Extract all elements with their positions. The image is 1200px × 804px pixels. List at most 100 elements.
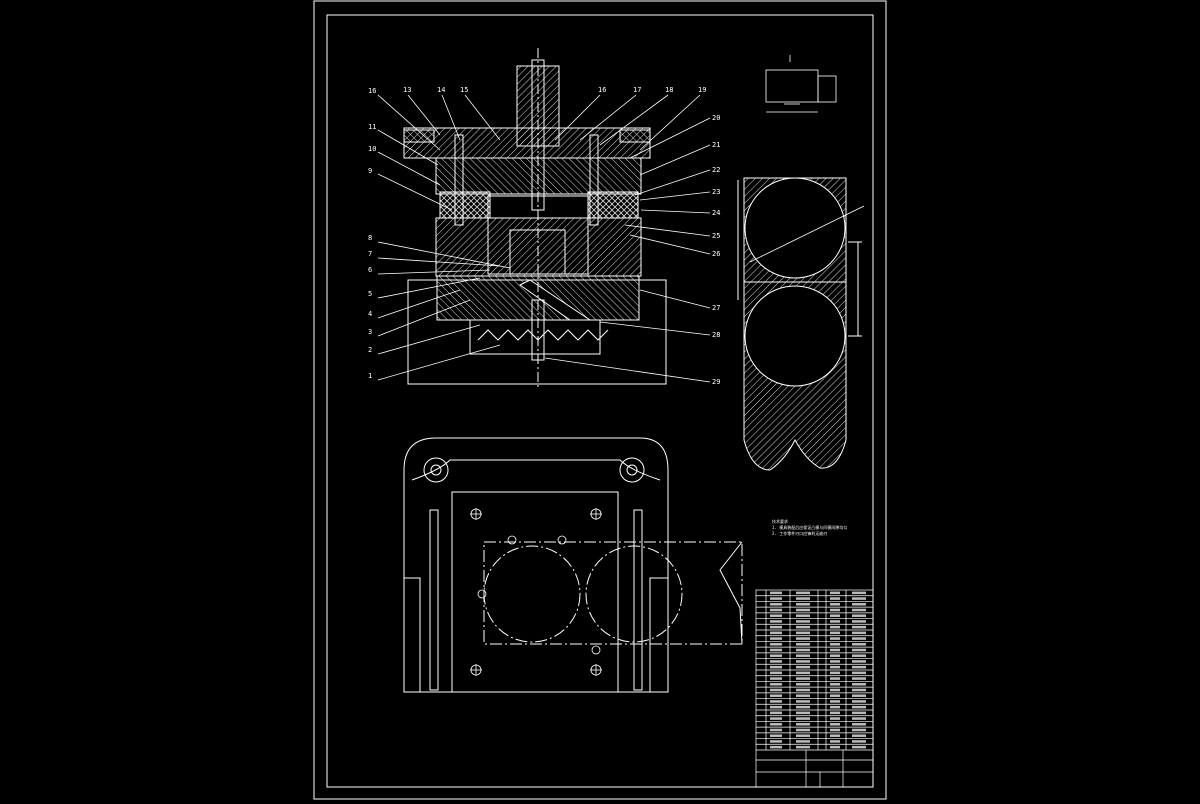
bom-cell-text xyxy=(796,603,810,606)
bom-cell-text xyxy=(852,694,866,697)
bom-cell-text xyxy=(830,643,840,646)
technical-notes: 技术要求 1. 模具装配后应保证凸模与凹模间隙均匀 2. 工作零件刃口应锋利无崩… xyxy=(772,518,847,536)
callout-label: 10 xyxy=(368,145,376,153)
bom-cell-text xyxy=(852,603,866,606)
note-title: 技术要求 xyxy=(772,518,788,524)
callout-label: 28 xyxy=(712,331,720,339)
strip-layout-view xyxy=(737,177,865,471)
bom-cell-text xyxy=(770,660,782,663)
bom-cell-text xyxy=(796,631,810,635)
bom-cell-text xyxy=(796,717,810,720)
bom-cell-text xyxy=(852,665,866,669)
bom-cell-text xyxy=(796,677,810,680)
bom-cell-text xyxy=(830,734,840,737)
bom-cell-text xyxy=(852,688,866,692)
bom-cell-text xyxy=(796,597,810,600)
callout-label: 24 xyxy=(712,209,720,217)
bom-cell-text xyxy=(796,654,810,657)
bom-cell-text xyxy=(852,740,866,743)
bom-cell-text xyxy=(830,688,840,692)
bom-cell-text xyxy=(830,665,840,669)
bom-cell-text xyxy=(852,591,866,595)
bom-cell-text xyxy=(796,608,810,612)
part-detail-view xyxy=(765,55,837,113)
callout-label: 17 xyxy=(633,86,641,94)
bom-cell-text xyxy=(796,745,810,749)
title-block xyxy=(755,589,874,788)
bom-cell-text xyxy=(830,728,840,732)
bom-cell-text xyxy=(770,648,782,652)
note-line: 2. 工作零件刃口应锋利无崩刃 xyxy=(772,530,827,536)
callout-label: 7 xyxy=(368,250,372,258)
bom-cell-text xyxy=(852,643,866,646)
bom-cell-text xyxy=(770,654,782,657)
bom-cell-text xyxy=(770,665,782,669)
bom-cell-text xyxy=(830,677,840,680)
bom-cell-text xyxy=(796,620,810,623)
callout-label: 23 xyxy=(712,188,720,196)
bom-cell-text xyxy=(852,683,866,686)
bom-cell-text xyxy=(852,734,866,737)
bom-cell-text xyxy=(770,620,782,623)
callout-label: 4 xyxy=(368,310,372,318)
bom-cell-text xyxy=(796,688,810,692)
bom-cell-text xyxy=(830,683,840,686)
callouts-right: 20 21 22 23 24 25 26 27 28 29 xyxy=(712,114,720,386)
bom-cell-text xyxy=(830,700,840,703)
bom-cell-text xyxy=(830,637,840,640)
bom-cell-text xyxy=(852,711,866,715)
bom-cell-text xyxy=(830,620,840,623)
callouts-left: 16 11 10 9 8 7 6 5 4 3 2 1 xyxy=(368,87,376,380)
callouts-top: 13 14 15 16 17 18 19 xyxy=(403,86,706,94)
callout-label: 27 xyxy=(712,304,720,312)
bom-cell-text xyxy=(852,677,866,680)
bom-cell-text xyxy=(770,728,782,732)
bom-cell-text xyxy=(770,717,782,720)
callout-label: 16 xyxy=(368,87,376,95)
callout-label: 25 xyxy=(712,232,720,240)
bom-cell-text xyxy=(830,608,840,612)
bom-cell-text xyxy=(830,625,840,629)
leader-lines-right xyxy=(544,117,711,383)
bom-cell-text xyxy=(796,740,810,743)
bom-cell-text xyxy=(852,597,866,600)
bom-cell-text xyxy=(830,694,840,697)
bom-cell-text xyxy=(852,648,866,652)
bom-cell-text xyxy=(830,660,840,663)
bom-cell-text xyxy=(852,728,866,732)
bom-cell-text xyxy=(796,643,810,646)
bom-cell-text xyxy=(852,654,866,657)
bom-cell-text xyxy=(770,734,782,737)
bom-cell-text xyxy=(852,620,866,623)
note-line: 1. 模具装配后应保证凸模与凹模间隙均匀 xyxy=(772,524,847,530)
bom-cell-text xyxy=(852,660,866,663)
bom-cell-text xyxy=(770,740,782,743)
bom-cell-text xyxy=(770,597,782,600)
bom-cell-text xyxy=(796,683,810,686)
callout-label: 21 xyxy=(712,141,720,149)
bom-cell-text xyxy=(796,728,810,732)
bom-cell-text xyxy=(830,723,840,726)
bom-cell-text xyxy=(770,631,782,635)
outer-frame xyxy=(313,0,887,800)
callout-label: 13 xyxy=(403,86,411,94)
bom-cell-text xyxy=(830,671,840,675)
callout-label: 18 xyxy=(665,86,673,94)
bom-cell-text xyxy=(852,625,866,629)
bom-cell-text xyxy=(852,705,866,709)
bom-cell-text xyxy=(770,591,782,595)
callout-label: 9 xyxy=(368,167,372,175)
bom-cell-text xyxy=(830,711,840,715)
bom-cell-text xyxy=(830,597,840,600)
callout-label: 11 xyxy=(368,123,376,131)
callout-label: 16 xyxy=(598,86,606,94)
callout-label: 15 xyxy=(460,86,468,94)
bom-cell-text xyxy=(796,734,810,737)
inner-frame xyxy=(326,14,874,788)
callout-label: 19 xyxy=(698,86,706,94)
bom-cell-text xyxy=(830,631,840,635)
bom-cell-text xyxy=(796,665,810,669)
bom-cell-text xyxy=(796,671,810,675)
